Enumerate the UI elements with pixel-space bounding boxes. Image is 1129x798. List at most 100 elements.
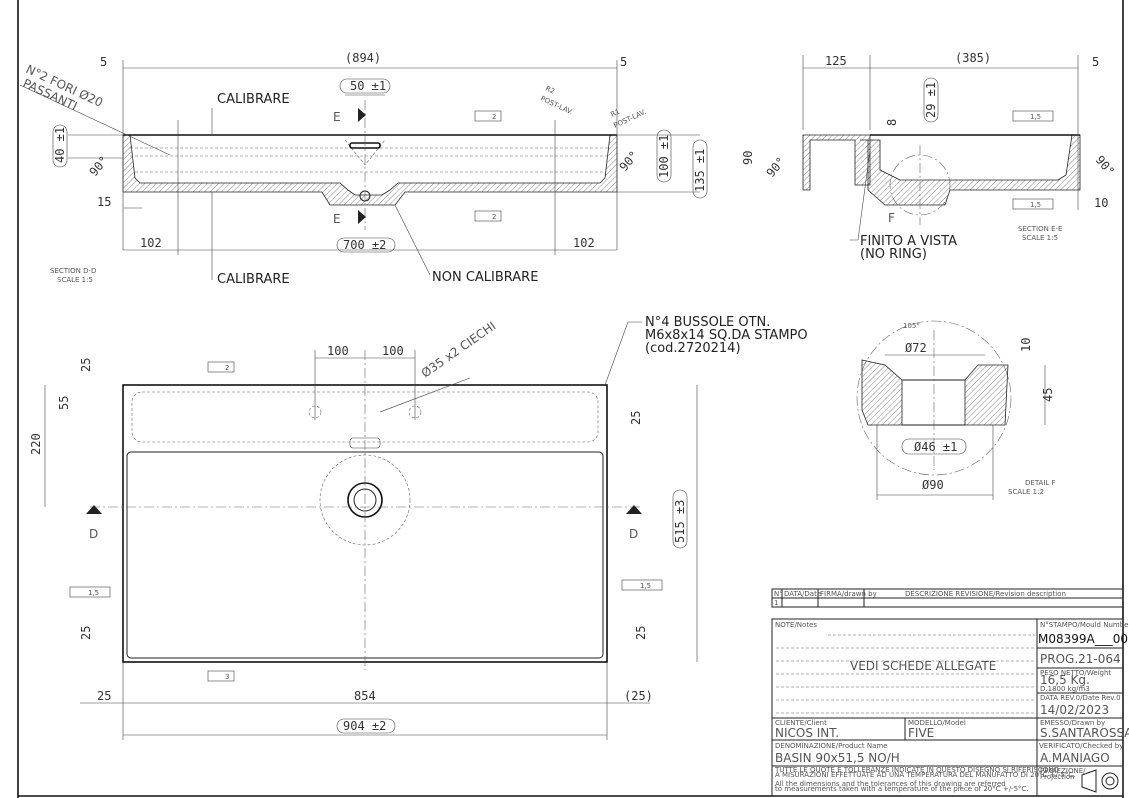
dim-5: 5 xyxy=(1092,55,1099,69)
dim-right-offset: 5 xyxy=(620,55,627,69)
title-block: N° DATA/Date FIRMA/drawn by DESCRIZIONE … xyxy=(771,588,1129,797)
flatness-top: 1,5 xyxy=(1030,113,1041,121)
note-blind-holes: Ø35 x2 CIECHI xyxy=(419,319,499,381)
section-dd-scale: SCALE 1:5 xyxy=(57,276,93,284)
checked-label: VERIFICATO/Checked by xyxy=(1039,742,1123,750)
detail-f-scale: SCALE 1:2 xyxy=(1008,488,1044,496)
tolerance-en-2: to measurements taken with a temperature… xyxy=(775,785,1029,793)
section-ee-title: SECTION E-E xyxy=(1018,225,1062,233)
note-r1: R1 xyxy=(609,108,621,119)
drawing-frame xyxy=(17,0,1124,798)
rev-header-date: DATA/Date xyxy=(784,590,821,598)
model-value: FIVE xyxy=(908,726,934,740)
dim-25-right: 25 xyxy=(629,411,643,425)
flatness-bottom: 1,5 xyxy=(1030,201,1041,209)
mould-label: N°STAMPO/Mould Number xyxy=(1040,621,1129,629)
drawn-label: EMESSO/Drawn by xyxy=(1040,719,1105,727)
dim-25-bottom-right: 25 xyxy=(634,626,648,640)
flatness-right: 1,5 xyxy=(640,582,651,590)
dim-515: 515 ±3 xyxy=(673,500,687,543)
note-bushings-1: N°4 BUSSOLE OTN. xyxy=(645,315,770,330)
dim-8: 8 xyxy=(885,119,899,126)
dim-center-700: 700 ±2 xyxy=(343,238,386,252)
note-no-ring: (NO RING) xyxy=(860,247,927,262)
section-mark-e-top: E xyxy=(333,110,341,124)
projection-symbol-icon xyxy=(1081,769,1119,793)
dim-d90: Ø90 xyxy=(922,478,944,492)
tolerance-en-1: All the dimensions and the tolerances of… xyxy=(775,780,1006,788)
dim-25-bottom: 25 xyxy=(97,689,111,703)
section-ee-scale: SCALE 1:5 xyxy=(1022,234,1058,242)
note-calibrare-bottom: CALIBRARE xyxy=(217,272,290,287)
prog-number: PROG.21-064 xyxy=(1040,652,1121,666)
rev-row-num: 1 xyxy=(774,599,778,607)
dim-25-top-left: 25 xyxy=(79,358,93,372)
detail-f-title: DETAIL F xyxy=(1025,479,1056,487)
client-value: NICOS INT. xyxy=(775,726,839,740)
flatness-top: 2 xyxy=(492,113,496,121)
dim-100a: 100 xyxy=(327,344,349,358)
rev-header-num: N° xyxy=(774,590,783,598)
dim-angle-left: 90° xyxy=(764,154,789,180)
dim-45: 45 xyxy=(1041,388,1055,402)
note-calibrare-top: CALIBRARE xyxy=(217,92,290,107)
drawn-value: S.SANTAROSSA xyxy=(1040,726,1129,740)
weight-label: PESO NETTO/Weight xyxy=(1040,669,1111,677)
notes-dotted-lines xyxy=(776,634,1035,714)
density-value: D.1800 kg/m3 xyxy=(1040,685,1090,693)
dim-29: 29 ±1 xyxy=(924,82,938,118)
dim-hole-width: 50 ±1 xyxy=(350,79,386,93)
dim-10: 10 xyxy=(1019,338,1033,352)
product-label: DENOMINAZIONE/Product Name xyxy=(775,742,888,750)
dim-10: 10 xyxy=(1094,196,1108,210)
section-dd-view: 5 (894) 5 50 ±1 N°2 FORI Ø20 PASSANTI CA… xyxy=(19,51,708,287)
detail-mark-f: F xyxy=(888,211,895,225)
dim-25-paren: (25) xyxy=(624,689,653,703)
dim-220: 220 xyxy=(29,433,43,455)
rev-header-drawn: FIRMA/drawn by xyxy=(820,590,877,598)
dim-d46: Ø46 ±1 xyxy=(914,440,957,454)
dim-h135: 135 ±1 xyxy=(693,149,707,192)
dim-overall-length: (894) xyxy=(345,51,381,65)
dim-125: 125 xyxy=(825,54,847,68)
section-ee-view: 125 (385) 5 29 ±1 8 90 90° 90° 10 1,5 1,… xyxy=(741,51,1117,262)
dim-angle-left: 90° xyxy=(87,153,112,179)
section-dd-title: SECTION D-D xyxy=(50,267,96,275)
mould-number: M08399A___00 xyxy=(1038,632,1128,646)
section-mark-d-left: D xyxy=(89,527,98,541)
note-finito-a-vista: FINITO A VISTA xyxy=(860,234,957,249)
note-r2-postlav: POST-LAV. xyxy=(539,95,574,117)
dim-h100: 100 ±1 xyxy=(657,135,671,178)
flatness-bottom: 3 xyxy=(225,673,229,681)
weight-value: 16,5 Kg. xyxy=(1040,673,1090,687)
note-non-calibrare: NON CALIBRARE xyxy=(432,270,538,285)
section-mark-d-right: D xyxy=(629,527,638,541)
dim-wall: 15 xyxy=(97,195,111,209)
flatness-left: 1,5 xyxy=(88,589,99,597)
notes-text: VEDI SCHEDE ALLEGATE xyxy=(850,659,996,673)
dim-depth: 40 ±1 xyxy=(53,127,67,163)
dim-90: 90 xyxy=(741,151,755,165)
dim-left-offset: 5 xyxy=(100,55,107,69)
dim-100b: 100 xyxy=(382,344,404,358)
dim-d72: Ø72 xyxy=(905,341,927,355)
dim-angle-right: 90° xyxy=(1093,153,1118,179)
product-value: BASIN 90x51,5 NO/H xyxy=(775,751,900,765)
dim-385: (385) xyxy=(955,51,991,65)
plan-view: D D 100 100 25 55 220 25 515 ±3 25 25 25… xyxy=(29,315,808,740)
tolerance-it-1: TUTTE LE QUOTE E TOLLERANZE INDICATE IN … xyxy=(774,766,1059,774)
dim-904: 904 ±2 xyxy=(343,719,386,733)
dim-left-102: 102 xyxy=(140,236,162,250)
rev-header-desc: DESCRIZIONE REVISIONE/Revision descripti… xyxy=(905,590,1066,598)
dim-854: 854 xyxy=(354,689,376,703)
date-label: DATA REV.0/Date Rev.0 xyxy=(1040,694,1121,702)
dim-right-102: 102 xyxy=(573,236,595,250)
notes-label: NOTE/Notes xyxy=(775,621,817,629)
dim-25-bottom-left: 25 xyxy=(79,626,93,640)
note-bushings-3: (cod.2720214) xyxy=(645,341,741,356)
model-label: MODELLO/Model xyxy=(908,719,966,727)
note-bushings-2: M6x8x14 SQ.DA STAMPO xyxy=(645,328,808,343)
note-r2: R2 xyxy=(544,85,556,96)
projection-label: PROIEZIONE/ xyxy=(1040,767,1086,775)
